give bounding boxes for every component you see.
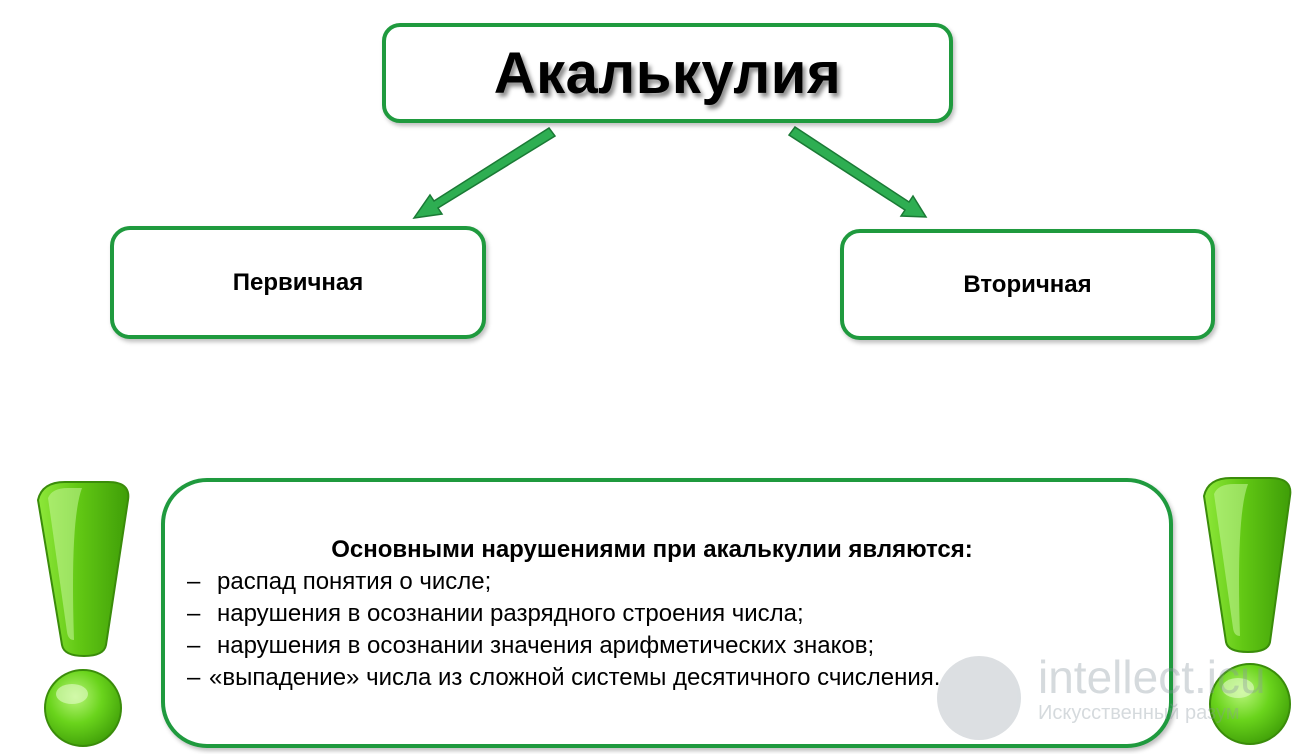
watermark-logo-icon — [937, 656, 1021, 740]
list-item: – нарушения в осознании значения арифмет… — [187, 630, 1147, 662]
info-content: Основными нарушениями при акалькулии явл… — [187, 534, 1147, 694]
info-heading: Основными нарушениями при акалькулии явл… — [331, 536, 973, 563]
list-item: – «выпадение» числа из сложной системы д… — [187, 662, 1147, 694]
list-item-text: нарушения в осознании разрядного строени… — [217, 600, 804, 627]
dash-marker: – — [187, 664, 201, 691]
exclamation-left-bar — [36, 481, 130, 658]
secondary-node: Вторичная — [840, 229, 1215, 340]
list-item: – нарушения в осознании разрядного строе… — [187, 598, 1147, 630]
list-item-text: нарушения в осознании значения арифметич… — [217, 632, 875, 659]
list-item: – распад понятия о числе; — [187, 566, 1147, 598]
watermark: intellect.icu Искусственный разум — [935, 650, 1285, 745]
arrow-to-primary — [412, 126, 557, 219]
info-panel: Основными нарушениями при акалькулии явл… — [161, 478, 1173, 748]
exclamation-left-dot — [44, 669, 122, 747]
dash-marker: – — [187, 600, 201, 627]
title-node: Акалькулия — [382, 23, 953, 123]
watermark-name: intellect.icu — [1038, 651, 1266, 703]
dash-marker: – — [187, 568, 201, 595]
primary-node: Первичная — [110, 226, 486, 339]
secondary-label: Вторичная — [963, 270, 1092, 298]
exclamation-icon — [1202, 477, 1292, 745]
list-item-text: «выпадение» числа из сложной системы дес… — [209, 664, 941, 691]
diagram-title: Акалькулия — [493, 40, 842, 106]
exclamation-right-dot — [1209, 663, 1291, 745]
dash-marker: – — [187, 632, 201, 659]
exclamation-icon — [36, 481, 130, 747]
primary-label: Первичная — [232, 268, 364, 296]
list-item-text: распад понятия о числе; — [217, 568, 492, 595]
arrow-to-secondary — [787, 125, 928, 218]
exclamation-right-bar — [1202, 477, 1292, 654]
watermark-tagline: Искусственный разум — [1038, 702, 1240, 724]
